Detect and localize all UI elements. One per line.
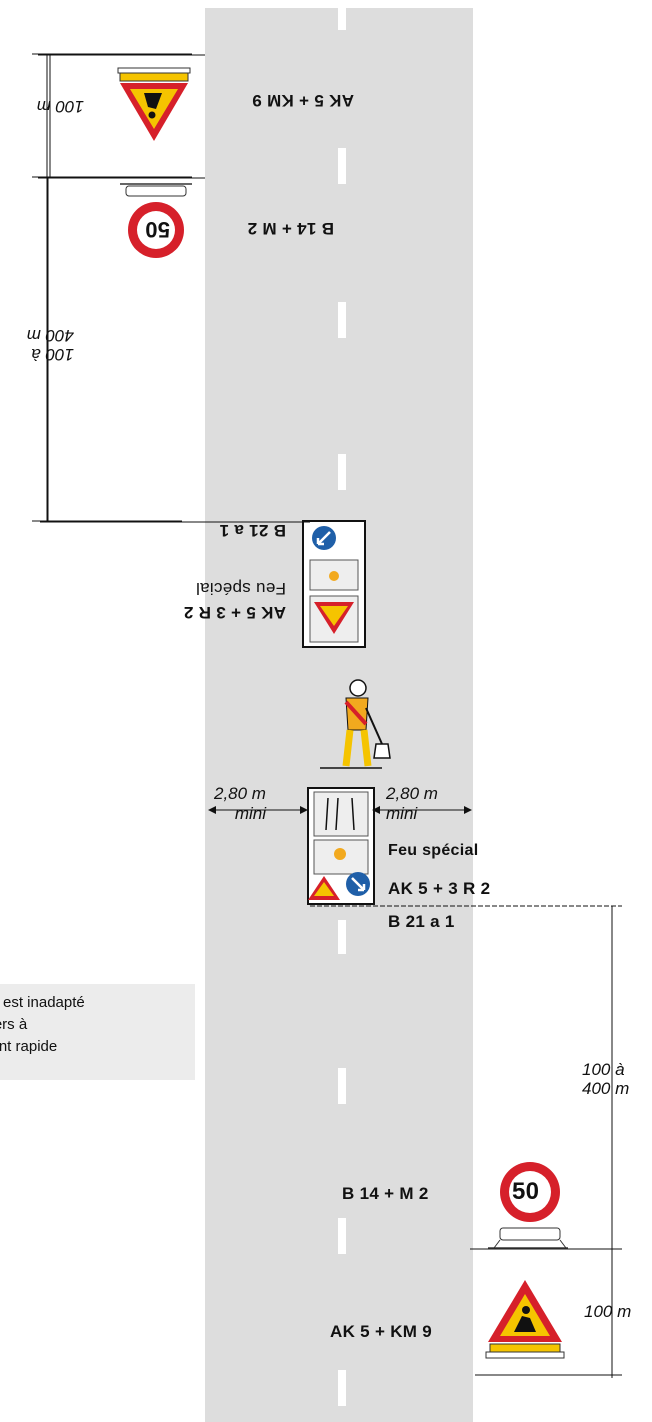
min-width-left-label: 2,80 m mini [214, 784, 266, 823]
road-surface [205, 8, 473, 1422]
lane-marking [338, 920, 346, 954]
ak5-r2-label: AK 5 + 3 R 2 [183, 603, 286, 622]
lane-marking [338, 454, 346, 490]
ak5-r2-label: AK 5 + 3 R 2 [388, 879, 491, 898]
mirrored-approach-section: AK 5 + KM 9 100 m 50 B 14 + M 2 100 à 40… [0, 0, 652, 700]
note-line: ntiers à [0, 1016, 28, 1033]
distance-100m-label: 100 m [584, 1302, 632, 1321]
dimension-line [46, 54, 48, 180]
feu-special-label: Feu spécial [388, 842, 479, 859]
dimension-line [46, 180, 48, 522]
reference-line [32, 53, 192, 55]
note-line: ma est inadapté [0, 994, 85, 1011]
lane-marking [338, 1218, 346, 1254]
min-width-right-label: 2,80 m mini [386, 784, 438, 823]
speed-value: 50 [512, 1178, 540, 1205]
b14-m2-label: B 14 + M 2 [342, 1184, 429, 1203]
lane-marking [338, 1370, 346, 1406]
speed-limit-sign [120, 183, 192, 258]
dimension-line-top [38, 54, 310, 523]
note-line: ment rapide [0, 1038, 58, 1055]
lane-marking [338, 148, 346, 184]
speed-limit-sign [488, 1162, 568, 1249]
b21-label: B 21 a 1 [388, 912, 455, 931]
note-box: ma est inadapté ntiers à ment rapide [0, 984, 195, 1080]
dimension-lines-right [310, 905, 622, 1378]
roadworks-triangle-sign [485, 1280, 565, 1359]
lane-marking [338, 302, 346, 338]
lane-marking [338, 1068, 346, 1104]
roadworks-triangle-sign [117, 67, 191, 141]
lane-closure-panel-bottom [307, 787, 375, 905]
lane-closure-panel [302, 520, 366, 648]
distance-100-400m-label: 100 à 400 m [582, 1060, 630, 1098]
reference-line [32, 520, 182, 522]
feu-special-label: Feu spécial [195, 579, 286, 598]
lane-marking [338, 8, 346, 30]
road-worker-figure [320, 679, 391, 769]
width-dimension-arrows [208, 806, 472, 814]
ak5-km9-label: AK 5 + KM 9 [330, 1322, 433, 1341]
reference-line [32, 176, 192, 178]
